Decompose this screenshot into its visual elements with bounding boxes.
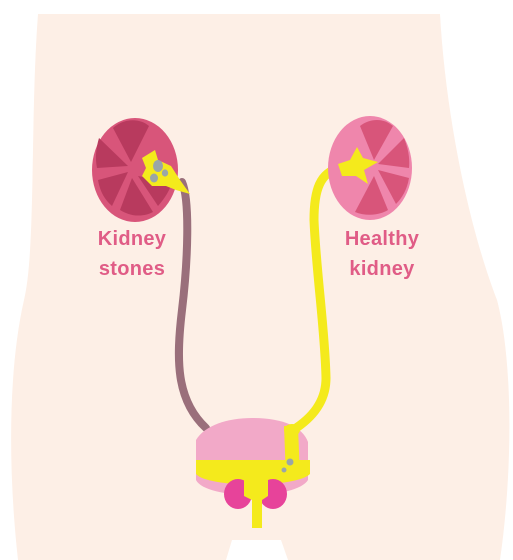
healthy-kidney-label: Healthy kidney <box>326 224 438 284</box>
healthy-kidney-label-line2: kidney <box>326 254 438 284</box>
healthy-kidney-label-line1: Healthy <box>326 224 438 254</box>
kidney-stones-label: Kidney stones <box>72 224 192 284</box>
leg-gap <box>226 540 288 560</box>
kidney-stones-label-line2: stones <box>72 254 192 284</box>
healthy-kidney <box>328 116 412 220</box>
kidney-stone <box>153 160 163 172</box>
kidney-stone <box>150 174 158 183</box>
kidney-stones-label-line1: Kidney <box>72 224 192 254</box>
kidney-stone <box>162 169 168 176</box>
